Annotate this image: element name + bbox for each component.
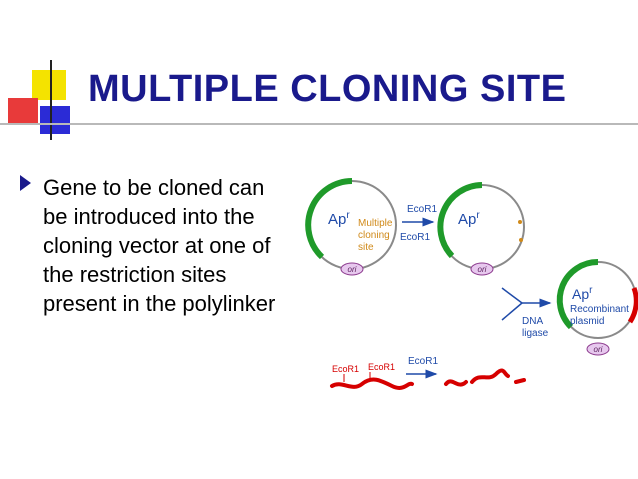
restriction-arrow: EcoR1 — [406, 356, 438, 379]
recombinant-plasmid: Apr Recombinant plasmid ori — [556, 258, 638, 356]
plasmid-vector: Apr Multiple cloning site ori — [305, 178, 397, 276]
dna-fragment — [470, 368, 510, 384]
ori-badge — [340, 262, 364, 276]
deco-horizontal-rule — [0, 123, 80, 125]
ori-badge — [470, 262, 494, 276]
mcs-label: Multiple cloning site — [358, 218, 395, 253]
deco-blue-square — [40, 106, 70, 134]
arrow-label-bottom: EcoR1 — [400, 232, 430, 243]
dna-fragment — [444, 379, 468, 387]
ori-label: ori — [478, 265, 487, 274]
dna-strand — [330, 377, 414, 390]
bullet-arrow-icon — [20, 175, 31, 191]
ampicillin-label: Apr — [328, 210, 350, 228]
cut-insert-fragments — [444, 368, 526, 387]
dna-fragment — [514, 378, 526, 384]
recombinant-label: Recombinant plasmid — [570, 304, 632, 327]
cut-end — [519, 238, 523, 242]
bullet-text: Gene to be cloned can be introduced into… — [43, 175, 276, 316]
slide-title: MULTIPLE CLONING SITE — [88, 68, 567, 110]
junction-line-upper — [501, 287, 523, 304]
ampicillin-gene-arc — [437, 182, 483, 259]
arrow-label: EcoR1 — [408, 356, 438, 367]
ecor1-site-label: EcoR1 — [368, 362, 395, 372]
deco-yellow-square — [32, 70, 66, 100]
ori-label: ori — [348, 265, 357, 274]
cut-end — [518, 220, 522, 224]
restriction-arrow: EcoR1 EcoR1 — [400, 204, 437, 243]
ori-badge — [586, 342, 610, 356]
ampicillin-label: Apr — [458, 210, 480, 228]
ligase-label: DNA ligase — [522, 316, 549, 339]
arrow-label-top: EcoR1 — [407, 204, 437, 215]
corner-decoration — [0, 60, 80, 140]
ampicillin-gene-arc — [556, 258, 599, 330]
insert-dna: EcoR1 EcoR1 — [330, 362, 414, 390]
ori-label: ori — [594, 345, 603, 354]
ampicillin-label: Apr — [572, 285, 593, 302]
ligase-junction: DNA ligase — [501, 287, 552, 339]
cloning-diagram: Apr Multiple cloning site ori EcoR1 EcoR… — [305, 178, 638, 390]
ampicillin-gene-arc — [305, 178, 353, 260]
ecor1-site-label: EcoR1 — [332, 364, 359, 374]
deco-red-square — [8, 98, 38, 124]
insert-gene-arc — [627, 287, 638, 324]
cut-plasmid: Apr ori — [437, 182, 525, 276]
title-underline — [52, 123, 638, 125]
deco-vertical-rule — [50, 60, 52, 140]
junction-line-lower — [501, 302, 523, 321]
